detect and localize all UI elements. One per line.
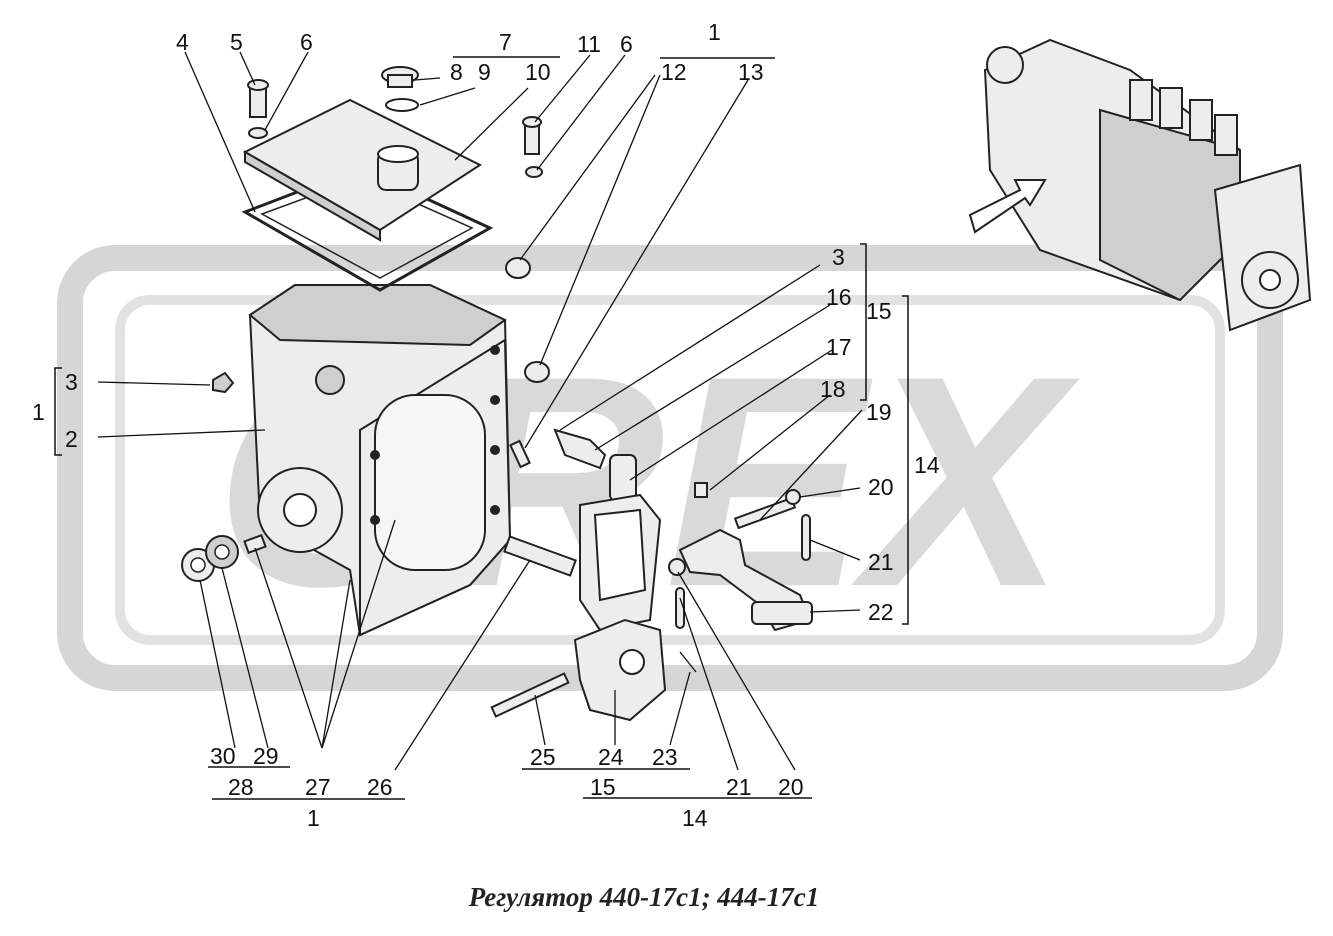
small-parts [181, 66, 550, 582]
fuel-pump-inset [968, 38, 1312, 332]
callout-22: 22 [868, 599, 894, 625]
callout-25: 25 [530, 744, 556, 770]
callout-6: 6 [300, 29, 313, 55]
callout-24: 24 [598, 744, 624, 770]
callout-12: 12 [661, 59, 687, 85]
callout-8: 8 [450, 59, 463, 85]
callout-20-right: 20 [868, 474, 894, 500]
callout-14-right: 14 [914, 452, 940, 478]
callout-1-left: 1 [32, 399, 45, 425]
leader-lines [97, 51, 863, 771]
callout-17: 17 [826, 334, 852, 360]
callout-11: 11 [577, 31, 601, 57]
callout-21-bottom: 21 [726, 774, 752, 800]
callout-14-bottom: 14 [682, 805, 708, 831]
callout-18: 18 [820, 376, 846, 402]
callout-6b: 6 [620, 31, 633, 57]
callout-27: 27 [305, 774, 331, 800]
top-cover [242, 98, 483, 242]
callout-13: 13 [738, 59, 764, 85]
callout-20-bottom: 20 [778, 774, 804, 800]
callout-2-left: 2 [65, 426, 78, 452]
callout-15-bottom: 15 [590, 774, 616, 800]
callout-23: 23 [652, 744, 678, 770]
diagram-caption: Регулятор 440-17с1; 444-17с1 [468, 882, 820, 912]
callout-9: 9 [478, 59, 491, 85]
callout-15-right: 15 [866, 298, 892, 324]
governor-housing [248, 284, 512, 637]
callout-3-right: 3 [832, 244, 845, 270]
group-brackets [54, 56, 909, 800]
callout-4: 4 [176, 29, 189, 55]
callout-labels: 4 5 6 7 8 9 10 11 6 1 12 13 3 16 15 17 1… [32, 19, 940, 831]
callout-16: 16 [826, 284, 852, 310]
callout-29: 29 [253, 743, 279, 769]
callout-28: 28 [228, 774, 254, 800]
callout-7: 7 [499, 29, 512, 55]
callout-30: 30 [210, 743, 236, 769]
callout-1-top: 1 [708, 19, 721, 45]
callout-10: 10 [525, 59, 551, 85]
lever-parts [490, 428, 813, 722]
callout-21-right: 21 [868, 549, 894, 575]
callout-5: 5 [230, 29, 243, 55]
callout-19: 19 [866, 399, 892, 425]
callout-3-left: 3 [65, 369, 78, 395]
callout-26: 26 [367, 774, 393, 800]
callout-1-bottom: 1 [307, 805, 320, 831]
